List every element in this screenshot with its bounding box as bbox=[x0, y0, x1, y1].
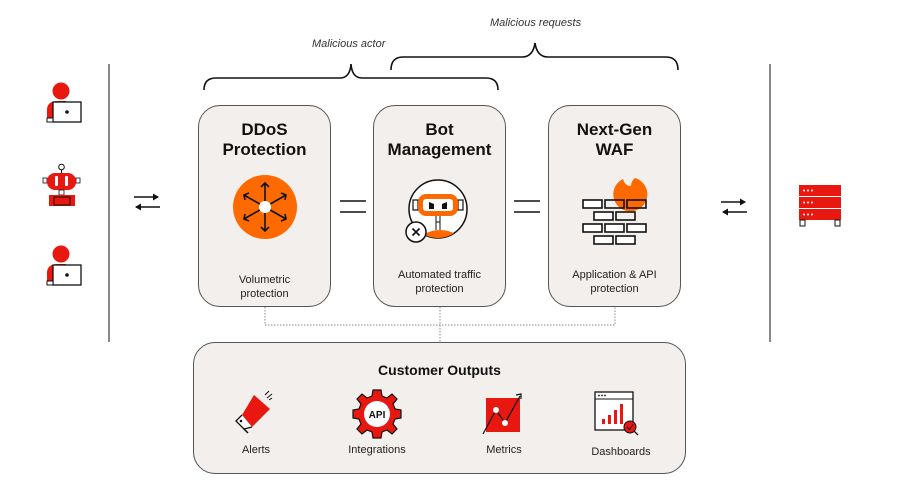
malicious-actor-brace bbox=[203, 63, 499, 91]
equals-separator bbox=[340, 200, 366, 213]
dashboard-icon bbox=[594, 391, 639, 436]
firewall-icon bbox=[582, 178, 648, 245]
api-text: API bbox=[369, 410, 386, 421]
megaphone-icon bbox=[235, 390, 273, 434]
user-laptop-icon bbox=[46, 82, 82, 123]
malicious-actor-label: Malicious actor bbox=[312, 38, 386, 50]
output-label-dashboards: Dashboards bbox=[591, 446, 651, 458]
card-subtitle-line2: protection bbox=[590, 283, 639, 295]
card-subtitle-line2: protection bbox=[240, 288, 289, 300]
card-title-line1: DDoS bbox=[241, 120, 288, 139]
card-title-line2: Protection bbox=[222, 140, 307, 159]
left-boundary-line bbox=[108, 64, 110, 342]
ddos-burst-icon bbox=[233, 175, 297, 239]
server-icon bbox=[799, 185, 841, 227]
user-laptop-icon bbox=[46, 245, 82, 286]
malicious-requests-label: Malicious requests bbox=[490, 17, 582, 29]
card-subtitle-line1: Automated traffic bbox=[398, 269, 481, 281]
bot-blocked-icon bbox=[405, 179, 468, 243]
right-boundary-line bbox=[769, 64, 771, 342]
card-title-line1: Next-Gen bbox=[576, 120, 653, 139]
card-title-line2: Management bbox=[387, 140, 492, 159]
api-gear-icon: API bbox=[352, 389, 402, 439]
equals-separator bbox=[514, 200, 540, 213]
bidirectional-arrows-icon bbox=[721, 198, 747, 216]
output-label-metrics: Metrics bbox=[486, 444, 522, 456]
output-label-integrations: Integrations bbox=[348, 444, 406, 456]
card-title-line1: Bot bbox=[425, 120, 454, 139]
customer-outputs-title: Customer Outputs bbox=[378, 362, 501, 378]
robot-icon bbox=[42, 163, 81, 206]
card-subtitle-line1: Volumetric bbox=[238, 274, 291, 286]
ddos-protection-card: DDoS Protection Volumetric protection bbox=[198, 105, 331, 307]
next-gen-waf-card: Next-Gen WAF Application & API protectio… bbox=[548, 105, 681, 307]
bot-management-card: Bot Management Automated traffic protect… bbox=[373, 105, 506, 307]
card-title-line2: WAF bbox=[595, 140, 634, 159]
bidirectional-arrows-icon bbox=[134, 193, 160, 211]
card-subtitle-line1: Application & API bbox=[572, 269, 657, 281]
card-subtitle-line2: protection bbox=[415, 283, 464, 295]
output-label-alerts: Alerts bbox=[241, 444, 271, 456]
malicious-requests-brace bbox=[390, 42, 679, 71]
metrics-chart-icon bbox=[482, 393, 522, 435]
